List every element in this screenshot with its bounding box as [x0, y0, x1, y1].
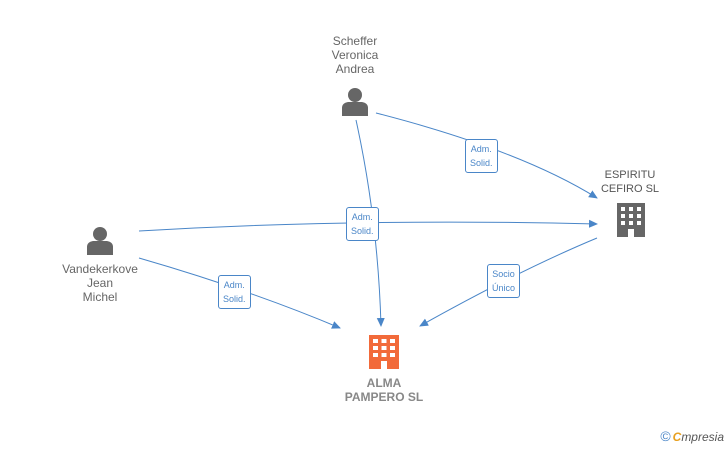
edge-scheffer-espiritu — [375, 112, 598, 199]
brand-initial: C — [672, 430, 682, 444]
building-icon[interactable] — [369, 335, 399, 369]
edge-label-espiritu-alma: Socio Único — [487, 264, 521, 298]
edge-label-shared-center: Adm. Solid. — [346, 207, 379, 241]
brand-watermark: ©Cmpresia — [660, 428, 724, 444]
person-label-scheffer[interactable]: Scheffer Veronica Andrea — [331, 34, 379, 76]
copyright-symbol: © — [660, 428, 671, 444]
person-icon[interactable] — [87, 227, 113, 255]
edge-label-scheffer-espiritu: Adm. Solid. — [465, 139, 498, 173]
brand-name: mpresia — [681, 430, 724, 444]
edge-label-vandekerkove-alma: Adm. Solid. — [218, 275, 251, 309]
person-icon[interactable] — [342, 88, 368, 116]
building-icon[interactable] — [617, 203, 645, 237]
person-label-vandekerkove[interactable]: Vandekerkove Jean Michel — [62, 262, 138, 304]
company-label-alma[interactable]: ALMA PAMPERO SL — [344, 376, 424, 404]
company-label-espiritu[interactable]: ESPIRITU CEFIRO SL — [600, 169, 660, 195]
